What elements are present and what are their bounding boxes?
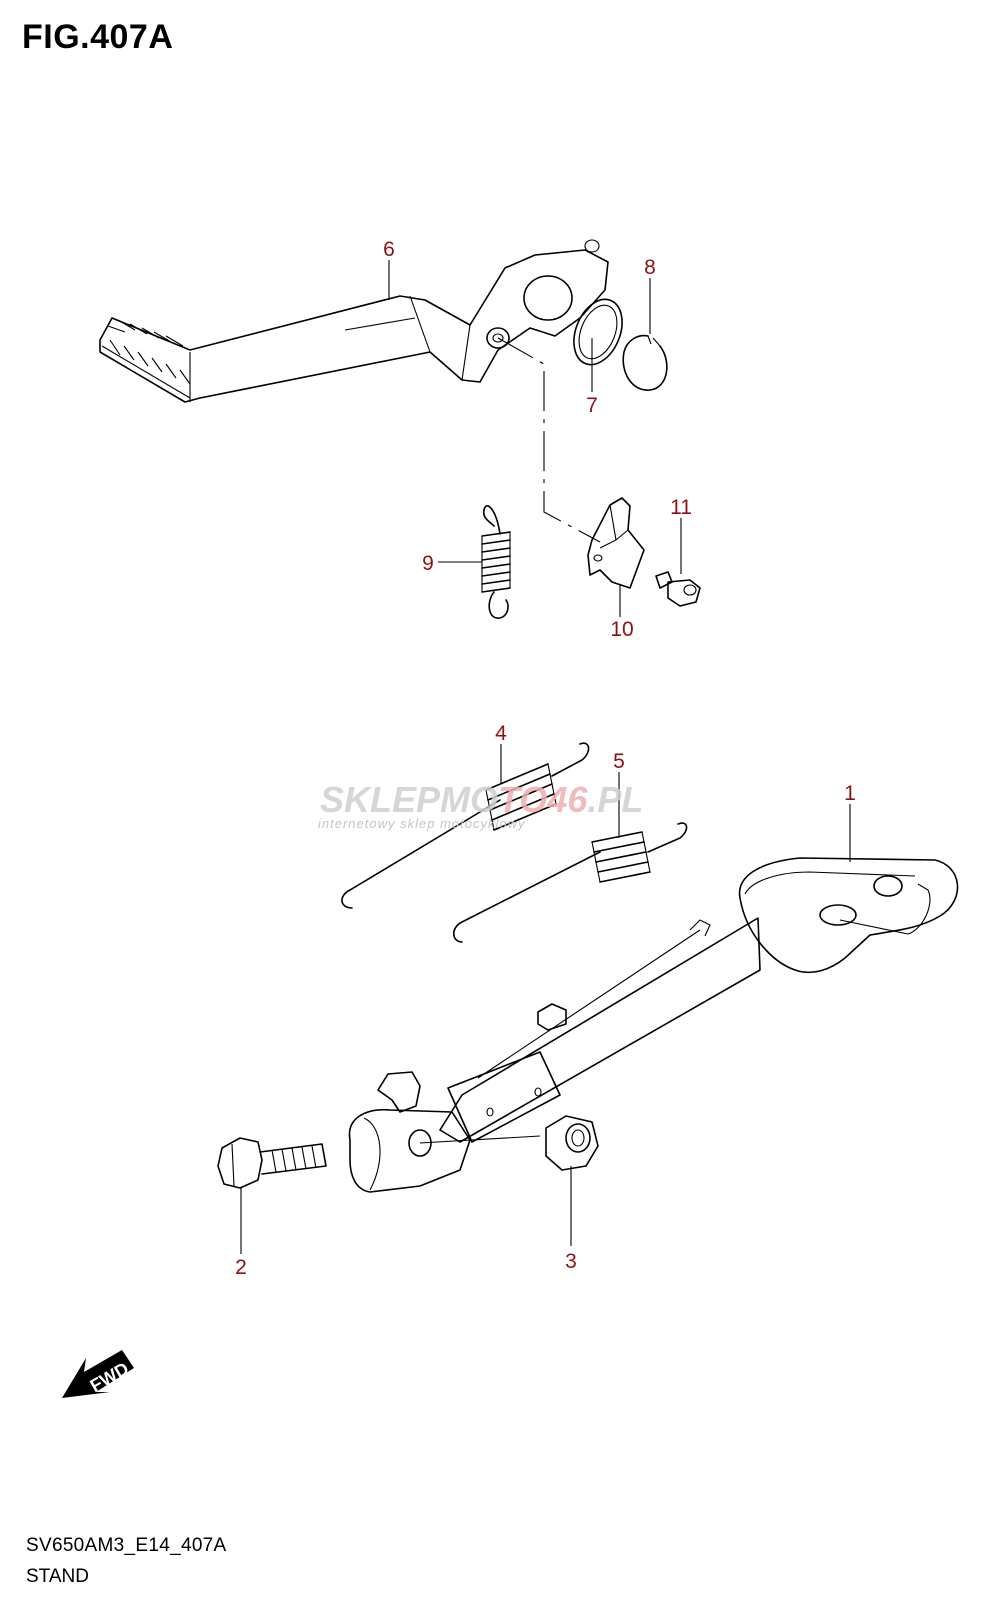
callout-8: 8: [644, 256, 656, 279]
callout-6: 6: [383, 238, 395, 261]
callout-1: 1: [844, 782, 856, 805]
watermark-main-right: .PL: [587, 779, 643, 820]
stand-spring-large: [341, 742, 590, 909]
circlip: [622, 334, 668, 391]
watermark-sub: internetowy sklep motocyklowy: [318, 816, 526, 831]
stand-spring-small: [452, 822, 688, 943]
callout-5: 5: [613, 750, 625, 773]
pedal-arm: [99, 239, 609, 403]
pivot-line: [419, 1135, 541, 1144]
return-spring: [481, 505, 511, 619]
callout-2: 2: [235, 1256, 247, 1279]
callout-10: 10: [610, 618, 633, 641]
callout-3: 3: [565, 1250, 577, 1273]
callout-4: 4: [495, 722, 507, 745]
side-stand: [348, 857, 959, 1193]
figure-title: FIG.407A: [22, 18, 174, 56]
bracket-bolt: [655, 571, 701, 607]
figure-code: SV650AM3_E14_407A: [26, 1535, 227, 1556]
callout-labels: 6 7 8 9 10 11 4 5 1 2 3: [235, 238, 856, 1279]
assembly-line: [497, 337, 601, 543]
leader-lines: [240, 260, 851, 1254]
svg-text:SKLEPMOTO46.PL: SKLEPMOTO46.PL: [320, 779, 643, 820]
watermark: SKLEPMOTO46.PL internetowy sklep motocyk…: [318, 779, 643, 831]
switch-bracket: [587, 497, 645, 589]
fwd-badge: FWD: [62, 1350, 134, 1398]
watermark-main-left: SKLEPMO: [320, 779, 498, 820]
watermark-main-accent: TO46: [498, 779, 588, 820]
callout-7: 7: [586, 394, 598, 417]
stand-nut: [545, 1115, 599, 1171]
callout-9: 9: [422, 552, 434, 575]
o-ring: [573, 298, 623, 366]
callout-11: 11: [670, 496, 692, 519]
pivot-bolt: [217, 1137, 327, 1189]
figure-name: STAND: [26, 1566, 89, 1587]
